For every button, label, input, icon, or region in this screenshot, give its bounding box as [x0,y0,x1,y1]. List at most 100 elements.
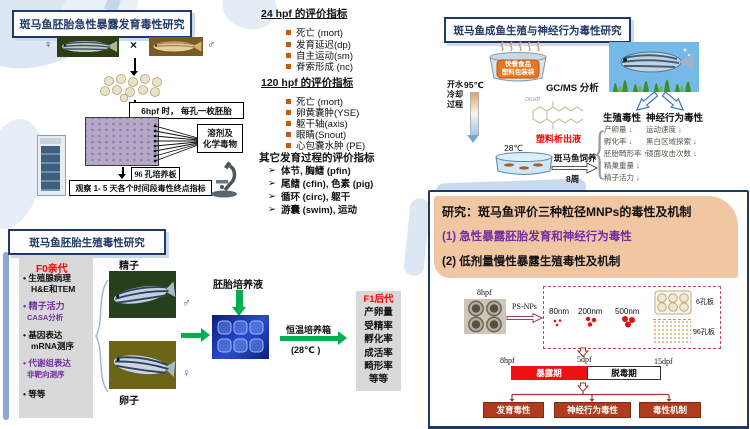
plate6-image [654,290,692,315]
dehp-molecule-image: DEHP [525,97,584,129]
well-embryo-label: 6hpf 时， 每孔一枚胚胎 [129,102,244,119]
particles-500nm [622,316,635,328]
item-label: 体节, 胸鳍 (pfin) [280,166,351,177]
zebrafish-image [149,37,203,56]
female-symbol: ♀ [182,366,191,380]
leachate-label: 塑料析出液 [536,134,582,144]
particles-200nm [585,316,597,327]
particle-size-box [543,286,721,349]
arrow-bullet: ➢ [268,177,276,189]
outcome-box-development: 发育毒性 [483,402,544,418]
f0-panel [19,256,93,418]
dot-bullet: • [23,358,26,368]
list-item: ➢ 循环 (circ), 躯干 [268,189,351,204]
96-well-plate-image [85,117,159,166]
cross-symbol: × [130,38,138,52]
trend-arrow: ↑ [643,149,648,158]
trend-arrow: ↓ [628,125,633,134]
square-bullet [286,98,291,104]
hollow-arrow-down [577,382,589,392]
heading-other-indicators: 其它发育过程的评价指标 [259,152,375,164]
arrow-bullet: ➢ [268,203,276,215]
process-line1: 开水 [447,80,463,89]
mnps-title: 研究：斑马鱼评价三种粒径MNPs的毒性及机制 [442,205,692,219]
repro-item: 精巢重量 ↓ [604,160,640,171]
f1-panel: F1后代 产卵量 受精率 孵化率 成活率 畸形率 等等 [356,291,401,391]
psnps-label: PS-NPs [512,302,537,311]
six-well-plate-image [212,315,269,359]
list-item: 脊索形成 (nc) [286,59,353,73]
arrow-bullet: ➢ [268,190,276,202]
plate-wells [217,320,264,353]
list-item: 死亡 (mort) [286,94,343,108]
psnps-arrow [506,312,544,324]
cooling-column [470,92,479,136]
item-label: 眼睛(Snout) [296,130,347,141]
female-zebrafish-photo [57,36,119,57]
item-line1: 精子活力 [28,301,65,311]
trend-arrow: ↓ [693,137,697,146]
f0-heading: F0亲代 [36,264,68,275]
decorative-shape [402,197,432,277]
item-label: 卵黄囊肿(YSE) [296,108,360,119]
square-bullet [286,142,291,148]
gcms-label: GC/MS 分析 [546,83,599,94]
steam-icon [500,41,540,52]
timeline-mid-label: 5dpf [577,355,592,364]
repro-toxicity-heading: 生殖毒性 [603,113,642,124]
item-label: 死亡 (mort) [296,28,343,39]
section-title-adult: 斑马鱼成鱼生殖与神经行为毒性研究 [444,17,631,43]
microscope-icon [211,161,237,198]
feeding-arrow [551,162,599,174]
arrow-down [119,167,126,179]
repro-item: 精子活力 ↓ [604,172,640,183]
trend-arrow: ↓ [636,161,640,170]
male-symbol: ♂ [207,39,216,51]
item-line2: H&E和TEM [31,284,76,294]
cooling-arrowhead [467,135,479,143]
embryo-photo [464,299,506,334]
square-bullet [286,120,291,126]
list-item: 发育延迟(dp) [286,37,351,51]
item-line2: mRNA测序 [31,341,74,351]
hollow-arrow-down [577,347,589,357]
96-well-plate-sketch [653,319,691,343]
item-line1: 生殖腺病理 [28,273,71,283]
bracket-connector [95,279,109,393]
zebrafish-image [109,271,176,318]
heading-24hpf: 24 hpf 的评价指标 [261,8,348,20]
item-label: 运动速度 [646,125,676,134]
neuro-toxicity-heading: 神经行为毒性 [646,113,704,124]
repro-item: 孵化率 ↓ [604,136,632,147]
item-label: 循环 (circ), 躯干 [280,192,351,203]
plate6-label: 6孔板 [696,299,714,306]
list-item: ➢游囊 (swim), 运动 [268,202,357,217]
temp-28-label: 28℃ [504,143,524,153]
trend-arrow: ↓ [678,125,682,134]
item-label: 脊索形成 (nc) [296,62,354,73]
cup-label: 快餐食品 塑料包装袋 [497,61,539,77]
male-zebrafish-photo [149,37,203,56]
zebrafish-image [57,36,119,57]
item-label: 尾鳍 (cfin), 色素 (pig) [280,179,374,190]
embryo-age-label: 8hpf [477,288,492,297]
item-label: 镜面攻击次数 [646,149,691,158]
tank-image [495,152,553,175]
female-fish-photo [109,341,176,389]
timeline-end-label: 15dpf [654,357,673,366]
plate96-label: 96孔板 [693,329,715,336]
section-title-embryo-repro: 斑马鱼胚胎生殖毒性研究 [8,229,166,255]
item-line1: 代谢组表达 [28,358,71,368]
arrow-down [131,58,138,76]
process-label: 开水 冷却 过程 [447,80,463,110]
detox-bar: 脱毒期 [587,366,661,380]
repro-item: 胚胎畸形率 ↑ [604,148,647,159]
list-item: 眼睛(Snout) [286,127,346,141]
trend-arrow: ↓ [636,173,640,182]
solvent-line1: 溶剂及 [207,128,233,139]
medium-label: 胚胎培养液 [213,280,263,291]
list-item: 自主运动(sm) [286,48,353,62]
fish-scene-image [609,42,699,92]
list-item: 躯干轴(axis) [286,116,348,130]
